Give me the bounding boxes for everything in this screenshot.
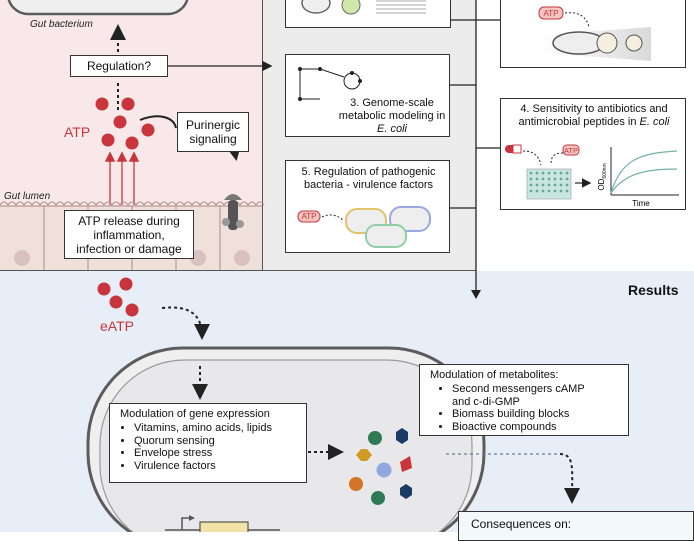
- eatp-cluster: [97, 277, 139, 317]
- results-arrow: [471, 290, 481, 299]
- receptor-icon: [222, 194, 244, 230]
- method-4-species: E. coli: [639, 116, 670, 128]
- list-item: Biomass building blocks: [452, 408, 622, 421]
- consequences-title: Consequences on:: [471, 517, 572, 531]
- list-item: Vitamins, amino acids, lipids: [134, 422, 300, 435]
- growth-x-label: Time: [632, 199, 650, 208]
- gut-bacterium-cell: [7, 0, 189, 16]
- regulation-box: Regulation?: [70, 55, 168, 77]
- purinergic-signaling-box: Purinergic signaling: [177, 112, 249, 152]
- growth-curve-icon: ATP Time OD600nm: [505, 144, 679, 208]
- gene-arrow-icon: [165, 515, 280, 532]
- metabolites-title: Modulation of metabolites:: [430, 369, 559, 381]
- growth-y-label: OD600nm: [597, 163, 608, 190]
- method-flow-lines: [450, 0, 500, 290]
- gene-expression-list: Vitamins, amino acids, lipids Quorum sen…: [120, 422, 300, 472]
- consequences-box: Consequences on:: [458, 511, 694, 541]
- atp-release-box: ATP release during inflammation, infecti…: [64, 210, 194, 259]
- network-icon: [298, 67, 362, 101]
- metabolite-shape-icon: [349, 428, 412, 505]
- eatp-label: eATP: [100, 318, 134, 334]
- pathogen-icon: ATP: [297, 206, 431, 248]
- gene-expression-title: Modulation of gene expression: [120, 408, 270, 420]
- method-box-top: [285, 0, 451, 28]
- gut-bacterium-label: Gut bacterium: [30, 19, 93, 30]
- purinergic-arc: [139, 115, 177, 129]
- list-item: Bioactive compounds: [452, 421, 622, 434]
- method-box-3: 3. Genome-scale metabolic modeling in E.…: [285, 54, 450, 137]
- atp-tag-2: ATP: [564, 146, 578, 155]
- method-box-5: 5. Regulation of pathogenic bacteria - v…: [285, 160, 450, 253]
- metabolites-box: Modulation of metabolites: Second messen…: [419, 364, 629, 436]
- results-heading: Results: [628, 282, 679, 298]
- list-item: Second messengers cAMP and c-di-GMP: [452, 383, 602, 408]
- method-3-species: E. coli: [377, 123, 407, 135]
- atp-tag-3: ATP: [302, 212, 317, 221]
- atp-label: ATP: [64, 124, 91, 140]
- method-4-title: 4. Sensitivity to antibiotics and antimi…: [518, 103, 668, 128]
- method-3-title: 3. Genome-scale metabolic modeling in: [338, 97, 446, 122]
- list-item: Envelope stress: [134, 447, 300, 460]
- list-item: Virulence factors: [134, 460, 300, 473]
- list-item: Quorum sensing: [134, 435, 300, 448]
- method-box-transport: ATP: [500, 0, 686, 68]
- atp-cluster: [95, 97, 155, 150]
- atp-tag: ATP: [544, 9, 559, 18]
- method-box-4: 4. Sensitivity to antibiotics and antimi…: [500, 98, 686, 210]
- gut-lumen-label: Gut lumen: [4, 191, 51, 202]
- method-5-title: 5. Regulation of pathogenic bacteria - v…: [301, 166, 436, 191]
- plasmid-icon: [301, 0, 426, 15]
- gene-expression-box: Modulation of gene expression Vitamins, …: [109, 403, 307, 483]
- metabolites-list: Second messengers cAMP and c-di-GMP Biom…: [430, 383, 622, 433]
